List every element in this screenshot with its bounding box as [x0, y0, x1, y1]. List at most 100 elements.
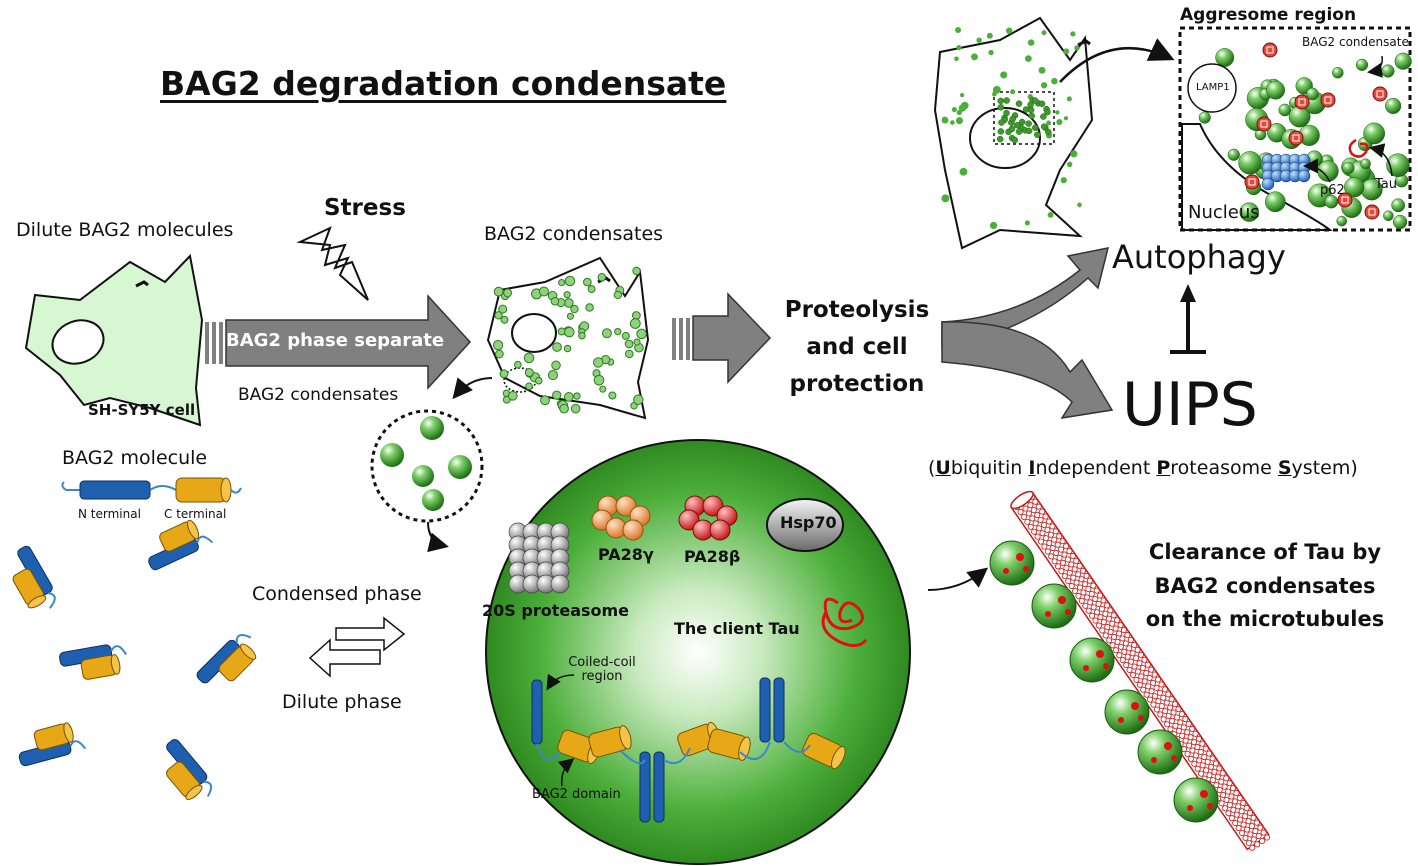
condensate-dot [633, 338, 641, 346]
aggresome-dot [1031, 97, 1039, 104]
green-droplet [1360, 158, 1371, 170]
tubulin-subunit [1068, 561, 1075, 568]
tubulin-subunit [1231, 798, 1238, 805]
tubulin-subunit [1168, 717, 1175, 724]
condensate-dot [552, 342, 562, 352]
tubulin-subunit [1076, 584, 1083, 591]
tubulin-subunit [1092, 595, 1099, 602]
tau-condensate-mark [1368, 208, 1376, 216]
cell-label: SH-SY5Y cell [88, 401, 196, 419]
tubulin-subunit [1093, 587, 1100, 594]
cell-dot [1005, 27, 1013, 34]
tubulin-subunit [1201, 753, 1208, 760]
tubulin-subunit [1208, 763, 1215, 770]
tubulin-subunit [1053, 549, 1060, 556]
green-droplet [1385, 97, 1402, 115]
tau-condensate-dot [1372, 86, 1388, 102]
aggresome-dot [1040, 113, 1047, 120]
tubulin-subunit [1134, 668, 1141, 675]
tubulin-subunit [1228, 815, 1235, 822]
green-droplet [1306, 87, 1319, 101]
cell-dot [1000, 71, 1008, 79]
tubulin-subunit [1203, 767, 1210, 774]
bag2-molecule [196, 634, 257, 684]
uips-word-u: biquitin [950, 457, 1029, 479]
tau-condensate-mark [1292, 134, 1300, 142]
microtubule-condensates [989, 540, 1219, 823]
tubulin-subunit [1048, 553, 1055, 560]
condensate-dot [578, 331, 586, 340]
tubulin-subunit [1134, 646, 1141, 653]
tau-condensate-dot [1288, 130, 1304, 146]
condensate-dot [629, 318, 641, 329]
condensate-dot [621, 331, 630, 340]
tubulin-subunit [1095, 622, 1102, 629]
tubulin-subunit [1141, 678, 1148, 685]
tubulin-subunit [1247, 831, 1254, 838]
tubulin-subunit [1255, 833, 1262, 840]
tubulin-subunit [1147, 696, 1154, 703]
condensate-cell [486, 256, 650, 420]
tubulin-subunit [1158, 681, 1165, 688]
aggresome-dot [1014, 121, 1021, 129]
condensate-dot [564, 275, 576, 287]
tubulin-subunit [1082, 602, 1089, 609]
tubulin-subunit [1097, 614, 1104, 621]
cell-dot [956, 109, 962, 116]
tubulin-subunit [1037, 538, 1044, 545]
tubulin-subunit [1160, 694, 1167, 701]
tubulin-subunit [1219, 770, 1226, 777]
tubulin-subunit [1114, 617, 1121, 624]
tubulin-subunit [1192, 752, 1199, 759]
dilute-bag2-molecules-label: Dilute BAG2 molecules [16, 219, 234, 241]
microtubule-tube [1010, 490, 1271, 851]
tau-small-squiggle-icon [1348, 138, 1369, 158]
green-droplet [1332, 66, 1344, 79]
tubulin-subunit [1109, 642, 1116, 649]
microtubule-condensate [1104, 689, 1150, 735]
condensate-dot [524, 368, 534, 378]
tubulin-subunit [1066, 569, 1073, 576]
condensate-dot [538, 286, 549, 297]
bag2-domain-helix [588, 725, 632, 758]
cell-dot [1025, 55, 1032, 63]
tubulin-subunit [1087, 599, 1094, 606]
condensate-dot [624, 339, 634, 349]
tau-dot [1171, 755, 1177, 761]
cell-dot [941, 194, 950, 203]
curve-arrow-to-aggresome [1059, 38, 1175, 83]
tubulin-subunit [1071, 566, 1078, 573]
clearance-line-1: Clearance of Tau by [1148, 540, 1382, 564]
linker-strand [536, 741, 811, 765]
tubulin-subunit [1182, 716, 1189, 723]
tau-dot [1096, 650, 1104, 658]
tubulin-subunit [1112, 647, 1119, 654]
tubulin-subunit [1247, 809, 1254, 816]
condensate-dot [494, 349, 504, 359]
tubulin-subunit [1065, 578, 1072, 585]
bag2-domain-cap [619, 725, 632, 750]
cell-dot [1038, 66, 1046, 74]
green-droplet [1198, 111, 1211, 124]
proteolysis-line-2: and cell [806, 333, 908, 360]
tubulin-subunit [1177, 719, 1184, 726]
tubulin-subunit [1194, 765, 1201, 772]
tubulin-subunit [1226, 801, 1233, 808]
tubulin-subunit [1111, 633, 1118, 640]
coiled-coil-label: Coiled-coil region [562, 655, 642, 685]
tubulin-subunit [1212, 760, 1219, 767]
uips-expansion-label: (Ubiquitin Independent Proteasome System… [928, 458, 1358, 479]
tubulin-subunit [1250, 814, 1257, 821]
cell-dot [971, 53, 978, 61]
green-droplet [1383, 210, 1394, 222]
tubulin-subunit [1126, 666, 1133, 673]
tubulin-subunit [1121, 648, 1128, 655]
condensate-dot [583, 277, 592, 287]
tubulin-subunit [1070, 574, 1077, 581]
condensate-dot [599, 385, 607, 393]
tau-dot [1118, 717, 1124, 723]
green-droplet [1264, 191, 1286, 213]
condensate-dot [570, 304, 579, 314]
green-droplet [1278, 103, 1292, 117]
tubulin-subunit [1182, 737, 1189, 744]
